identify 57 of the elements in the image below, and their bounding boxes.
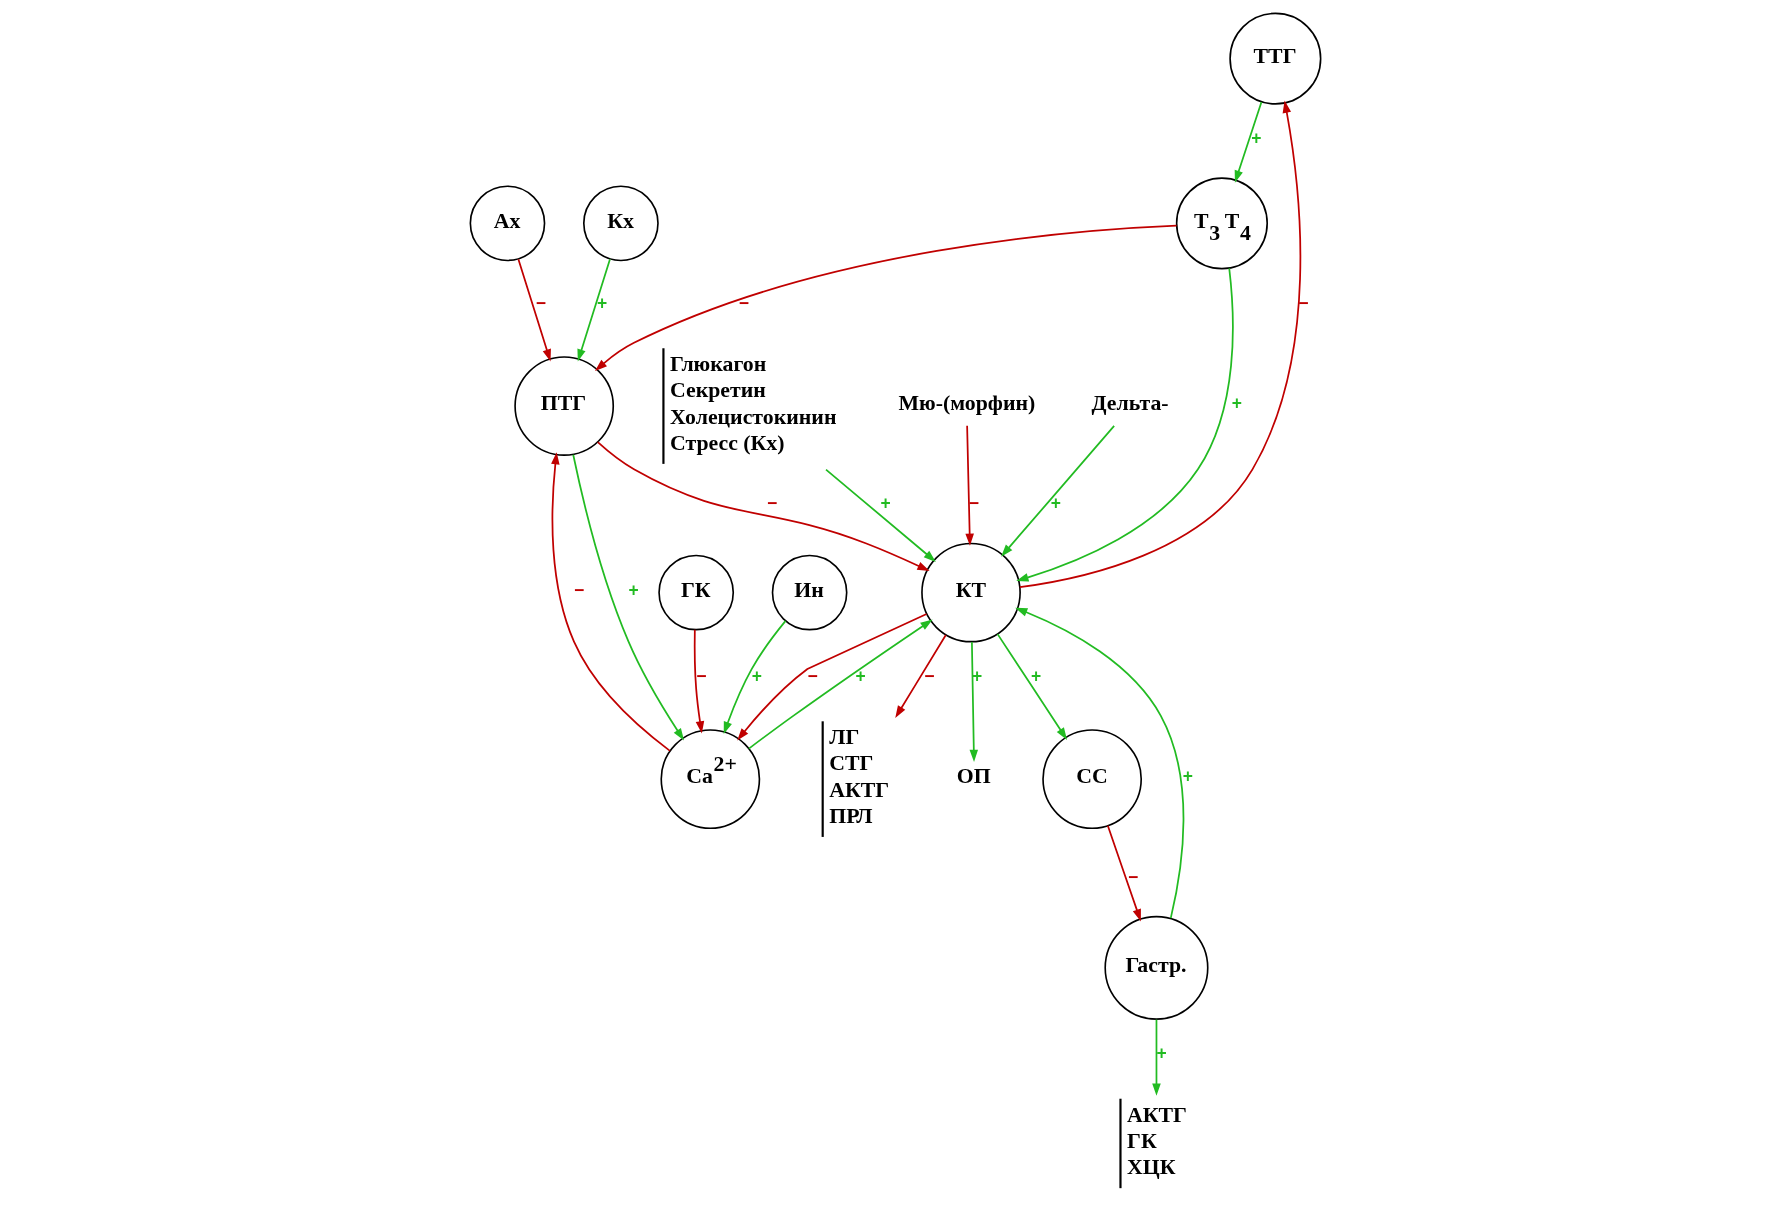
node-text: АКТГ ГК ХЦК bbox=[1127, 1102, 1187, 1179]
node-text: ОП bbox=[956, 763, 991, 788]
edge-label: − bbox=[968, 492, 980, 513]
edge-label: + bbox=[855, 665, 866, 686]
edge-label: + bbox=[1031, 665, 1042, 686]
edge-label: + bbox=[972, 665, 983, 686]
edge-label: − bbox=[738, 292, 749, 313]
node-circle: Ах bbox=[469, 184, 546, 261]
edge-label: + bbox=[1251, 127, 1262, 148]
node-circle: ПТГ bbox=[514, 355, 615, 456]
arrow bbox=[572, 453, 685, 741]
arrow bbox=[1016, 266, 1234, 582]
edge-label: − bbox=[573, 579, 585, 600]
arrow bbox=[595, 224, 1178, 371]
arrow bbox=[1107, 824, 1141, 921]
node-circle: ГК bbox=[658, 554, 735, 630]
node-text: ЛГ СТГ АКТГ ПРЛ bbox=[829, 724, 890, 828]
arrow bbox=[1234, 100, 1263, 183]
edge-label: + bbox=[1182, 765, 1193, 786]
edge-label: − bbox=[924, 665, 935, 686]
edge-label: + bbox=[596, 292, 608, 313]
arrow bbox=[723, 619, 787, 734]
arrow bbox=[1152, 1018, 1161, 1096]
arrow bbox=[748, 618, 933, 749]
arrow bbox=[996, 632, 1068, 740]
edge-label: + bbox=[1231, 392, 1242, 413]
node-text: Дельта- bbox=[1091, 390, 1169, 415]
edge-label: − bbox=[535, 292, 546, 313]
arrow bbox=[1015, 607, 1185, 919]
arrow bbox=[737, 612, 928, 741]
node-text: Глюкагон Секретин Холецистокинин Стресс (Кх) bbox=[669, 351, 837, 455]
arrow bbox=[895, 633, 947, 718]
node-circle: Гастр. bbox=[1104, 915, 1209, 1020]
arrow bbox=[693, 628, 705, 733]
edge-label: + bbox=[628, 579, 639, 600]
edge-label: + bbox=[880, 492, 891, 513]
arrow bbox=[965, 424, 974, 546]
arrow bbox=[596, 440, 930, 571]
node-circle: ТТГ bbox=[1229, 12, 1322, 105]
arrow bbox=[1018, 100, 1302, 588]
arrow bbox=[551, 451, 671, 752]
edge-label: − bbox=[696, 665, 707, 686]
arrow bbox=[517, 257, 551, 362]
arrow bbox=[969, 640, 979, 762]
node-circle: Ин bbox=[771, 554, 848, 630]
edge-label: − bbox=[767, 492, 778, 513]
node-circle: Кх bbox=[583, 184, 659, 261]
edge-label: + bbox=[1156, 1042, 1167, 1063]
arrow bbox=[825, 468, 936, 562]
edge-label: + bbox=[1050, 492, 1061, 513]
arrow bbox=[577, 257, 611, 362]
edge-label: − bbox=[1298, 292, 1309, 313]
node-text: Мю-(морфин) bbox=[898, 390, 1036, 415]
edge-label: − bbox=[1128, 866, 1139, 887]
edge-label: + bbox=[751, 665, 762, 686]
arrow bbox=[1001, 424, 1116, 557]
edge-label: − bbox=[807, 665, 818, 686]
